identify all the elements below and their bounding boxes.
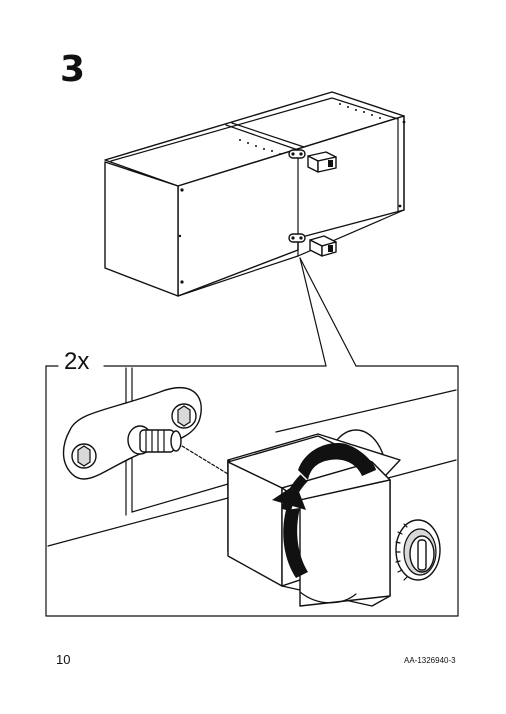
rotate-clockwise-arrow-icon bbox=[272, 443, 376, 578]
step-number: 3 bbox=[60, 49, 86, 90]
hinge-plate-bottom bbox=[288, 233, 306, 243]
quantity-label: 2x bbox=[64, 348, 90, 375]
cabinet-with-hinge-plates-icon bbox=[104, 91, 406, 367]
document-code: AA-1326940-3 bbox=[404, 656, 456, 665]
hinge-plate-and-tool-icon bbox=[47, 367, 457, 607]
detail-callout-frame bbox=[45, 365, 459, 617]
tool-top bbox=[307, 151, 337, 173]
page-number: 10 bbox=[56, 652, 71, 667]
hinge-plate-top bbox=[288, 149, 306, 159]
tool-bottom bbox=[309, 235, 337, 257]
knob-knurling bbox=[395, 523, 408, 581]
shelf-holes bbox=[178, 103, 406, 284]
